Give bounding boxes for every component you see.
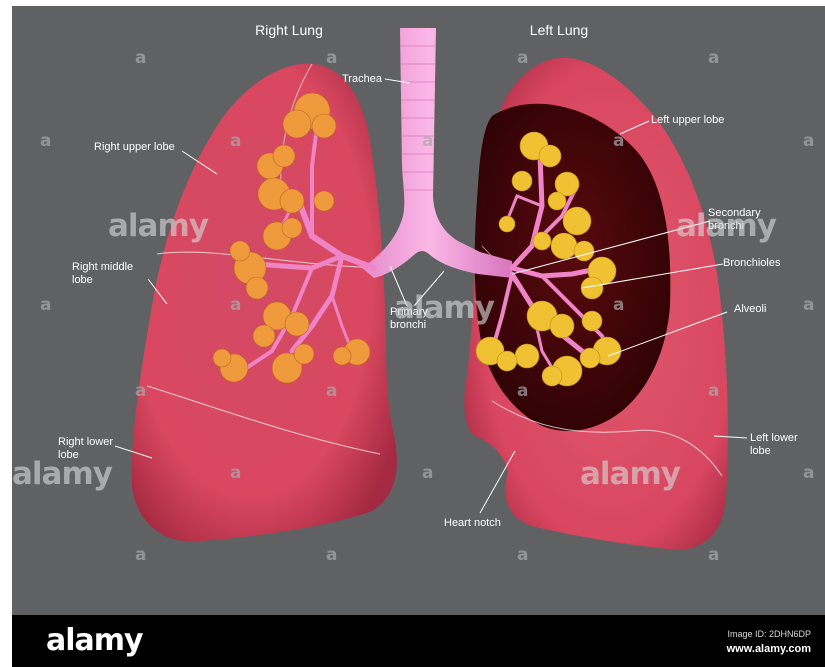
watermark-mark: a <box>613 131 624 151</box>
watermark-logo: alamy <box>580 456 681 492</box>
watermark-mark: a <box>40 295 51 315</box>
right-lung <box>132 64 397 542</box>
watermark-mark: a <box>803 295 814 315</box>
left-lung-title: Left Lung <box>530 22 588 38</box>
watermark-mark: a <box>135 381 146 401</box>
watermark-mark: a <box>230 295 241 315</box>
watermark-mark: a <box>230 131 241 151</box>
label-right-middle-lobe-line2: lobe <box>72 274 93 286</box>
watermark-mark: a <box>517 48 528 68</box>
right-lung-body <box>132 64 397 542</box>
label-right-lower-lobe-line1: Right lower <box>58 436 113 448</box>
watermark-logo: alamy <box>12 456 113 492</box>
watermark-mark: a <box>708 381 719 401</box>
label-right-upper-lobe: Right upper lobe <box>94 141 175 153</box>
watermark-mark: a <box>135 545 146 565</box>
diagram-canvas: Right Lung Left Lung Trachea Right upper… <box>12 6 825 667</box>
stock-footer: alamy Image ID: 2DHN6DP www.alamy.com <box>12 615 825 667</box>
watermark-mark: a <box>230 463 241 483</box>
right-lung-title: Right Lung <box>255 22 323 38</box>
watermark-logo: alamy <box>676 208 777 244</box>
label-right-middle-lobe-line1: Right middle <box>72 261 133 273</box>
watermark-mark: a <box>40 131 51 151</box>
watermark-mark: a <box>803 131 814 151</box>
label-bronchioles: Bronchioles <box>723 257 781 269</box>
label-alveoli: Alveoli <box>734 303 766 315</box>
lung-anatomy-diagram: Right Lung Left Lung Trachea Right upper… <box>12 6 825 615</box>
watermark-mark: a <box>517 545 528 565</box>
watermark-mark: a <box>803 463 814 483</box>
footer-logo: alamy <box>46 623 143 658</box>
label-left-lower-lobe-line2: lobe <box>750 445 771 457</box>
watermark-mark: a <box>326 381 337 401</box>
watermark-mark: a <box>326 545 337 565</box>
watermark-mark: a <box>135 48 146 68</box>
watermark-mark: a <box>422 131 433 151</box>
watermark-logo: alamy <box>394 290 495 326</box>
watermark-mark: a <box>517 381 528 401</box>
label-left-upper-lobe: Left upper lobe <box>651 114 724 126</box>
label-left-lower-lobe-line1: Left lower <box>750 432 798 444</box>
label-trachea: Trachea <box>342 73 383 85</box>
watermark-mark: a <box>613 295 624 315</box>
watermark-mark: a <box>708 545 719 565</box>
watermark-logo: alamy <box>108 208 209 244</box>
watermark-mark: a <box>326 48 337 68</box>
label-heart-notch: Heart notch <box>444 517 501 529</box>
watermark-mark: a <box>422 463 433 483</box>
watermark-mark: a <box>708 48 719 68</box>
footer-url[interactable]: www.alamy.com <box>727 643 811 655</box>
footer-image-id: Image ID: 2DHN6DP <box>727 629 811 639</box>
